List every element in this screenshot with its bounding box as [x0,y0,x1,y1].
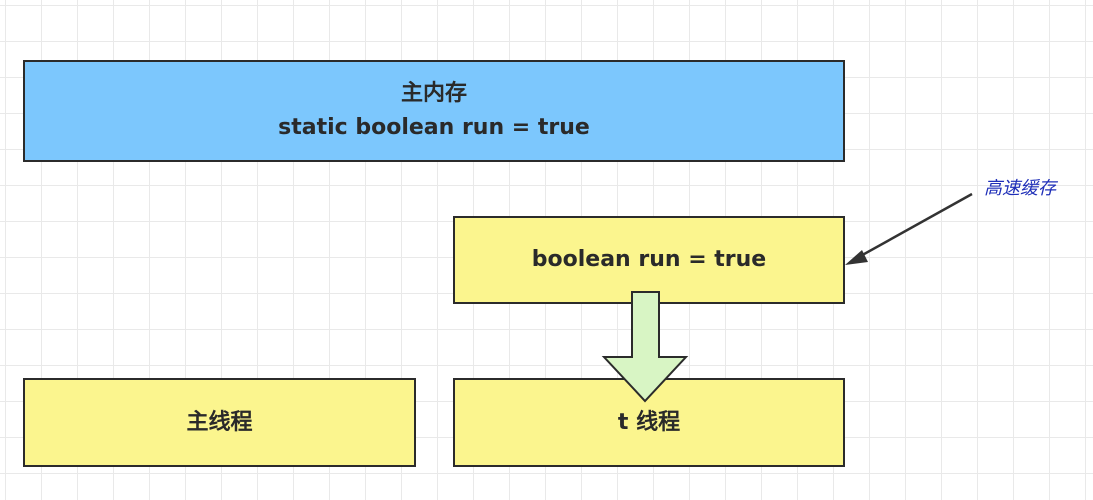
main-memory-box: 主内存 static boolean run = true [23,60,845,162]
read-arrow [601,291,689,403]
cache-annotation-label: 高速缓存 [984,178,1056,199]
main-thread-label: 主线程 [186,409,253,435]
annotation-pointer-line [856,192,973,260]
t-thread-label: t 线程 [617,409,681,435]
cache-box: boolean run = true [453,216,845,304]
cache-code: boolean run = true [531,247,767,272]
main-thread-box: 主线程 [23,378,416,467]
annotation-pointer-head [845,250,868,265]
main-memory-code: static boolean run = true [278,115,590,140]
main-memory-title: 主内存 [400,81,467,106]
